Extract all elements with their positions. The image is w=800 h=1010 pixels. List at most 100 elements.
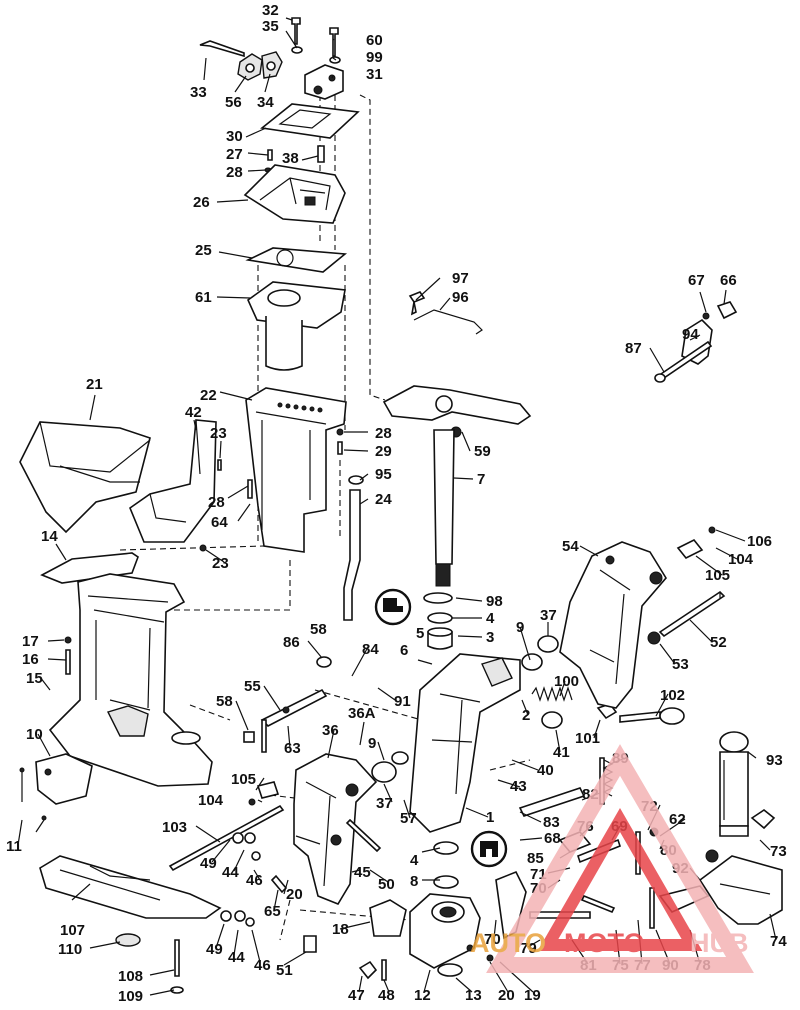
callout-4b: 4 bbox=[410, 852, 419, 869]
callout-7: 7 bbox=[477, 471, 485, 488]
callout-60: 60 bbox=[366, 32, 383, 49]
callout-86: 86 bbox=[283, 634, 300, 651]
tilt-linkage bbox=[495, 731, 783, 940]
callout-110: 110 bbox=[58, 941, 82, 958]
callout-20: 20 bbox=[286, 886, 303, 903]
callout-107: 107 bbox=[60, 922, 85, 939]
callout-3: 3 bbox=[486, 629, 494, 646]
callout-14: 14 bbox=[41, 528, 58, 545]
callout-27: 27 bbox=[226, 146, 243, 163]
callout-24: 24 bbox=[375, 491, 392, 508]
callout-2: 2 bbox=[522, 707, 530, 724]
callout-79: 79 bbox=[520, 940, 537, 957]
callout-91: 91 bbox=[394, 693, 411, 710]
callout-108: 108 bbox=[118, 968, 143, 985]
callout-23: 23 bbox=[210, 425, 227, 442]
callout-62: 62 bbox=[669, 811, 686, 828]
callout-21: 21 bbox=[86, 376, 103, 393]
callout-102: 102 bbox=[660, 687, 685, 704]
callout-105: 105 bbox=[705, 567, 730, 584]
callout-36A: 36A bbox=[348, 705, 376, 722]
callout-67: 67 bbox=[688, 272, 705, 289]
callout-44b: 44 bbox=[228, 949, 245, 966]
callout-94: 94 bbox=[682, 326, 699, 343]
callout-38: 38 bbox=[282, 150, 299, 167]
callout-9b: 9 bbox=[368, 735, 376, 752]
callout-65: 65 bbox=[264, 903, 281, 920]
callout-49b: 49 bbox=[206, 941, 223, 958]
callout-51: 51 bbox=[276, 962, 293, 979]
callout-22: 22 bbox=[200, 387, 217, 404]
callout-25: 25 bbox=[195, 242, 212, 259]
stern-bracket-starboard bbox=[559, 526, 726, 709]
callout-34: 34 bbox=[257, 94, 274, 111]
lower-covers bbox=[19, 753, 222, 994]
callout-50: 50 bbox=[378, 876, 395, 893]
callout-52: 52 bbox=[710, 634, 727, 651]
callout-106: 106 bbox=[747, 533, 772, 550]
callout-58: 58 bbox=[310, 621, 327, 638]
callout-41: 41 bbox=[553, 744, 570, 761]
callout-29: 29 bbox=[375, 443, 392, 460]
callout-11: 11 bbox=[6, 838, 22, 855]
callout-numbers: 32 35 60 99 31 33 56 34 30 27 38 28 26 2… bbox=[6, 2, 787, 1005]
callout-93: 93 bbox=[766, 752, 783, 769]
watermark-text-moto: MOTO bbox=[564, 928, 645, 958]
callout-18: 18 bbox=[332, 921, 349, 938]
midsection bbox=[40, 552, 213, 787]
callout-61: 61 bbox=[195, 289, 212, 306]
small-linkage-parts bbox=[408, 291, 738, 383]
callout-28b: 28 bbox=[375, 425, 392, 442]
callout-45: 45 bbox=[354, 864, 371, 881]
callout-26: 26 bbox=[193, 194, 210, 211]
callout-15: 15 bbox=[26, 670, 43, 687]
swivel-assembly bbox=[371, 385, 685, 833]
callout-40: 40 bbox=[537, 762, 554, 779]
lubricant-tube-icon bbox=[470, 830, 508, 868]
callout-59: 59 bbox=[474, 443, 491, 460]
callout-37: 37 bbox=[540, 607, 557, 624]
callout-43: 43 bbox=[510, 778, 527, 795]
callout-87: 87 bbox=[625, 340, 642, 357]
callout-37b: 37 bbox=[376, 795, 393, 812]
callout-99: 99 bbox=[366, 49, 383, 66]
callout-49: 49 bbox=[200, 855, 217, 872]
callout-103: 103 bbox=[162, 819, 187, 836]
callout-8: 8 bbox=[410, 873, 418, 890]
callout-100: 100 bbox=[554, 673, 579, 690]
callout-19: 19 bbox=[524, 987, 541, 1004]
callout-57: 57 bbox=[400, 810, 417, 827]
callout-46b: 46 bbox=[254, 957, 271, 974]
callout-101: 101 bbox=[575, 730, 600, 747]
callout-32: 32 bbox=[262, 2, 279, 19]
callout-4: 4 bbox=[486, 610, 495, 627]
callout-46: 46 bbox=[246, 872, 263, 889]
callout-10: 10 bbox=[26, 726, 43, 743]
callout-83: 83 bbox=[543, 814, 560, 831]
callout-1: 1 bbox=[486, 809, 494, 826]
callout-6: 6 bbox=[400, 642, 408, 659]
callout-55: 55 bbox=[244, 678, 261, 695]
callout-42: 42 bbox=[185, 404, 202, 421]
callout-5: 5 bbox=[416, 625, 424, 642]
callout-64: 64 bbox=[211, 514, 228, 531]
watermark-text-auto: AUTO bbox=[470, 928, 546, 958]
callout-84: 84 bbox=[362, 641, 379, 658]
lower-clamp-assembly bbox=[303, 841, 494, 981]
callout-104b: 104 bbox=[198, 792, 224, 809]
callout-98: 98 bbox=[486, 593, 503, 610]
callout-109: 109 bbox=[118, 988, 143, 1005]
callout-66: 66 bbox=[720, 272, 737, 289]
callout-13: 13 bbox=[465, 987, 482, 1004]
callout-58b: 58 bbox=[216, 693, 233, 710]
callout-47: 47 bbox=[348, 987, 365, 1004]
callout-28: 28 bbox=[226, 164, 243, 181]
callout-95: 95 bbox=[375, 466, 392, 483]
watermark-logo: AUTO MOTO HUB bbox=[470, 744, 754, 973]
callout-35: 35 bbox=[262, 18, 279, 35]
tilt-lever bbox=[168, 656, 382, 927]
callout-54: 54 bbox=[562, 538, 579, 555]
callout-31: 31 bbox=[366, 66, 383, 83]
callout-20b: 20 bbox=[498, 987, 515, 1004]
